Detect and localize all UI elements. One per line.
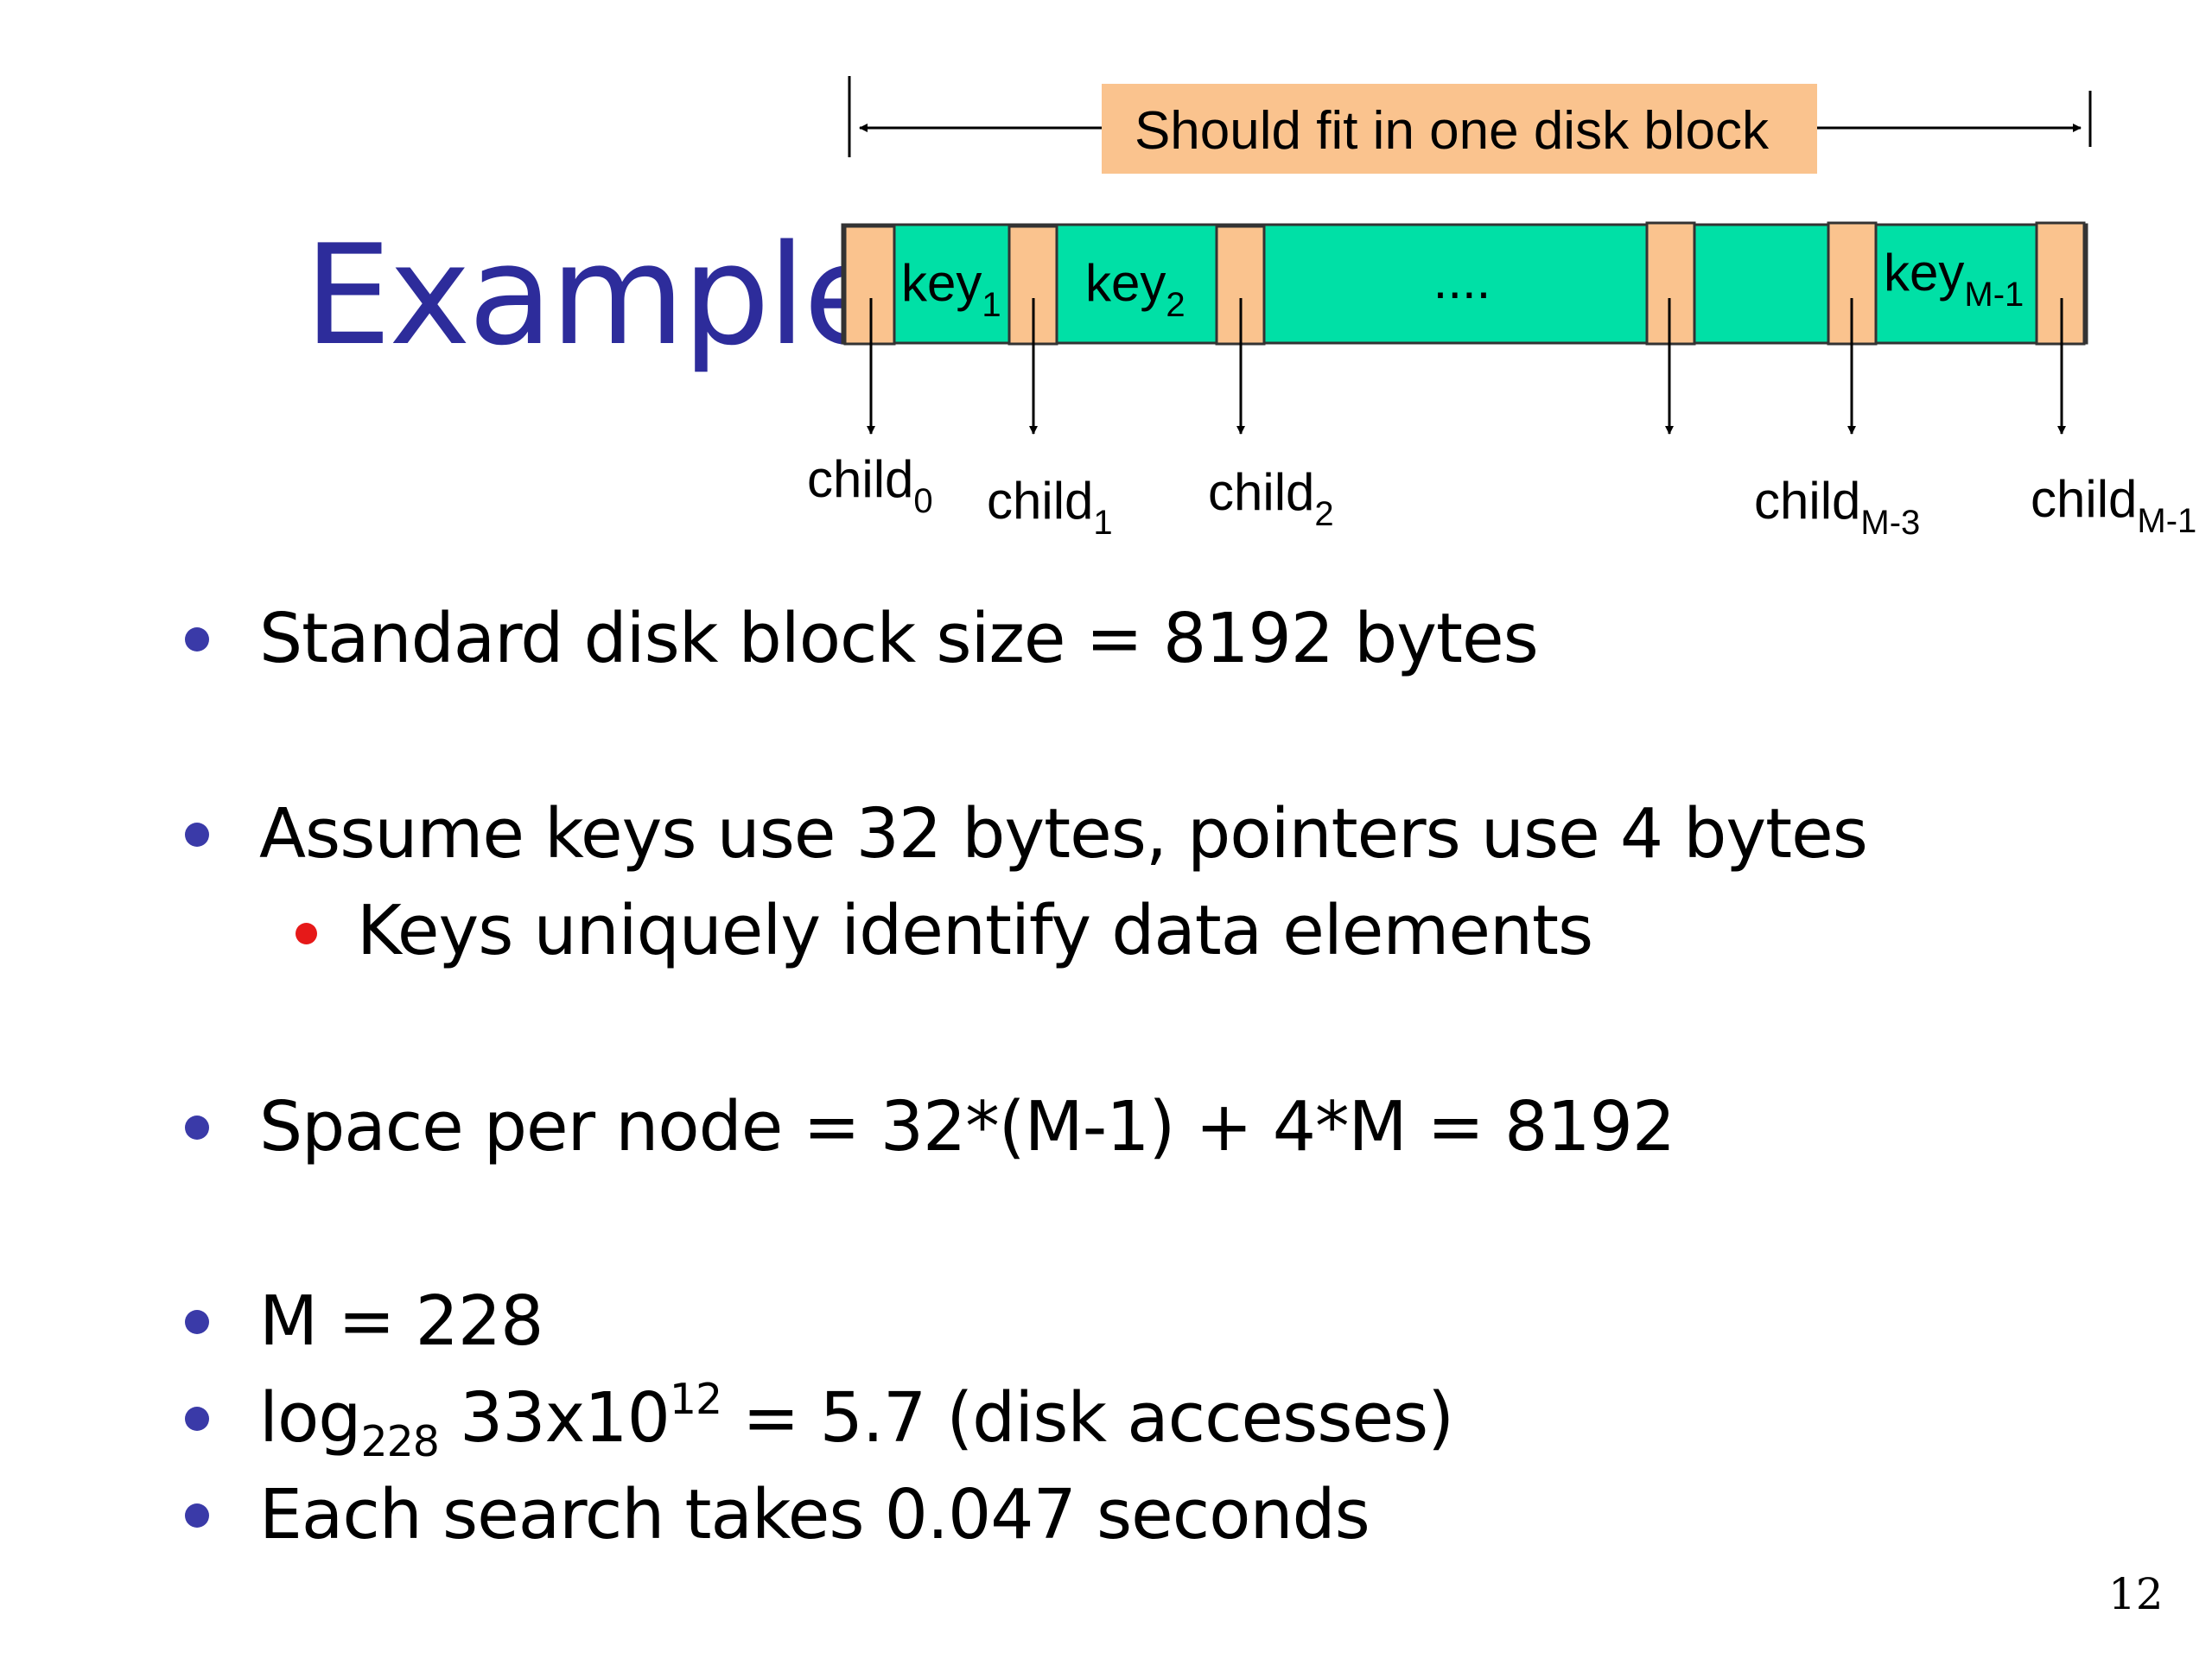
child-2-label: child2 [1208,463,1334,533]
key-2-label: key2 [1085,254,1185,324]
bullet-key-pointer-size: Assume keys use 32 bytes, pointers use 4… [259,794,1868,874]
sub-bullet-dot [296,923,317,944]
bullet-space-per-node: Space per node = 32*(M-1) + 4*M = 8192 [259,1087,1675,1166]
svg-text:key1: key1 [901,254,1001,324]
slide-title: Example [304,214,888,376]
key-1-label: key1 [901,254,1001,324]
banner-box [1102,84,1817,174]
bullet-search-time: Each search takes 0.047 seconds [259,1475,1370,1554]
bullet-dot [185,1116,209,1140]
child-0-label: child0 [807,450,933,520]
child-m-1-label: childM-1 [2031,470,2196,540]
bullet-dot [185,823,209,847]
page-number: 12 [2108,1569,2164,1619]
banner-text: Should fit in one disk block [1135,101,1770,161]
bullet-dot [185,627,209,652]
btree-node-diagram: Should fit in one disk block key1 key2 .… [807,76,2196,542]
child-arrows [867,298,2066,435]
svg-text:keyM-1: keyM-1 [1884,244,2024,314]
child-1-label: child1 [987,472,1113,542]
child-m-3-label: childM-3 [1754,472,1920,542]
ellipsis: .... [1433,251,1491,309]
key-m-1-label: keyM-1 [1884,244,2024,314]
bullet-m-value: M = 228 [259,1281,543,1361]
sub-bullet-unique-keys: Keys uniquely identify data elements [357,891,1593,970]
bullet-dot [185,1310,209,1334]
svg-text:key2: key2 [1085,254,1185,324]
bullet-dot [185,1407,209,1431]
bullet-block-size: Standard disk block size = 8192 bytes [259,599,1539,678]
bullet-dot [185,1503,209,1528]
bullet-log-accesses: log228 33x1012 = 5.7 (disk accesses) [259,1375,1454,1467]
